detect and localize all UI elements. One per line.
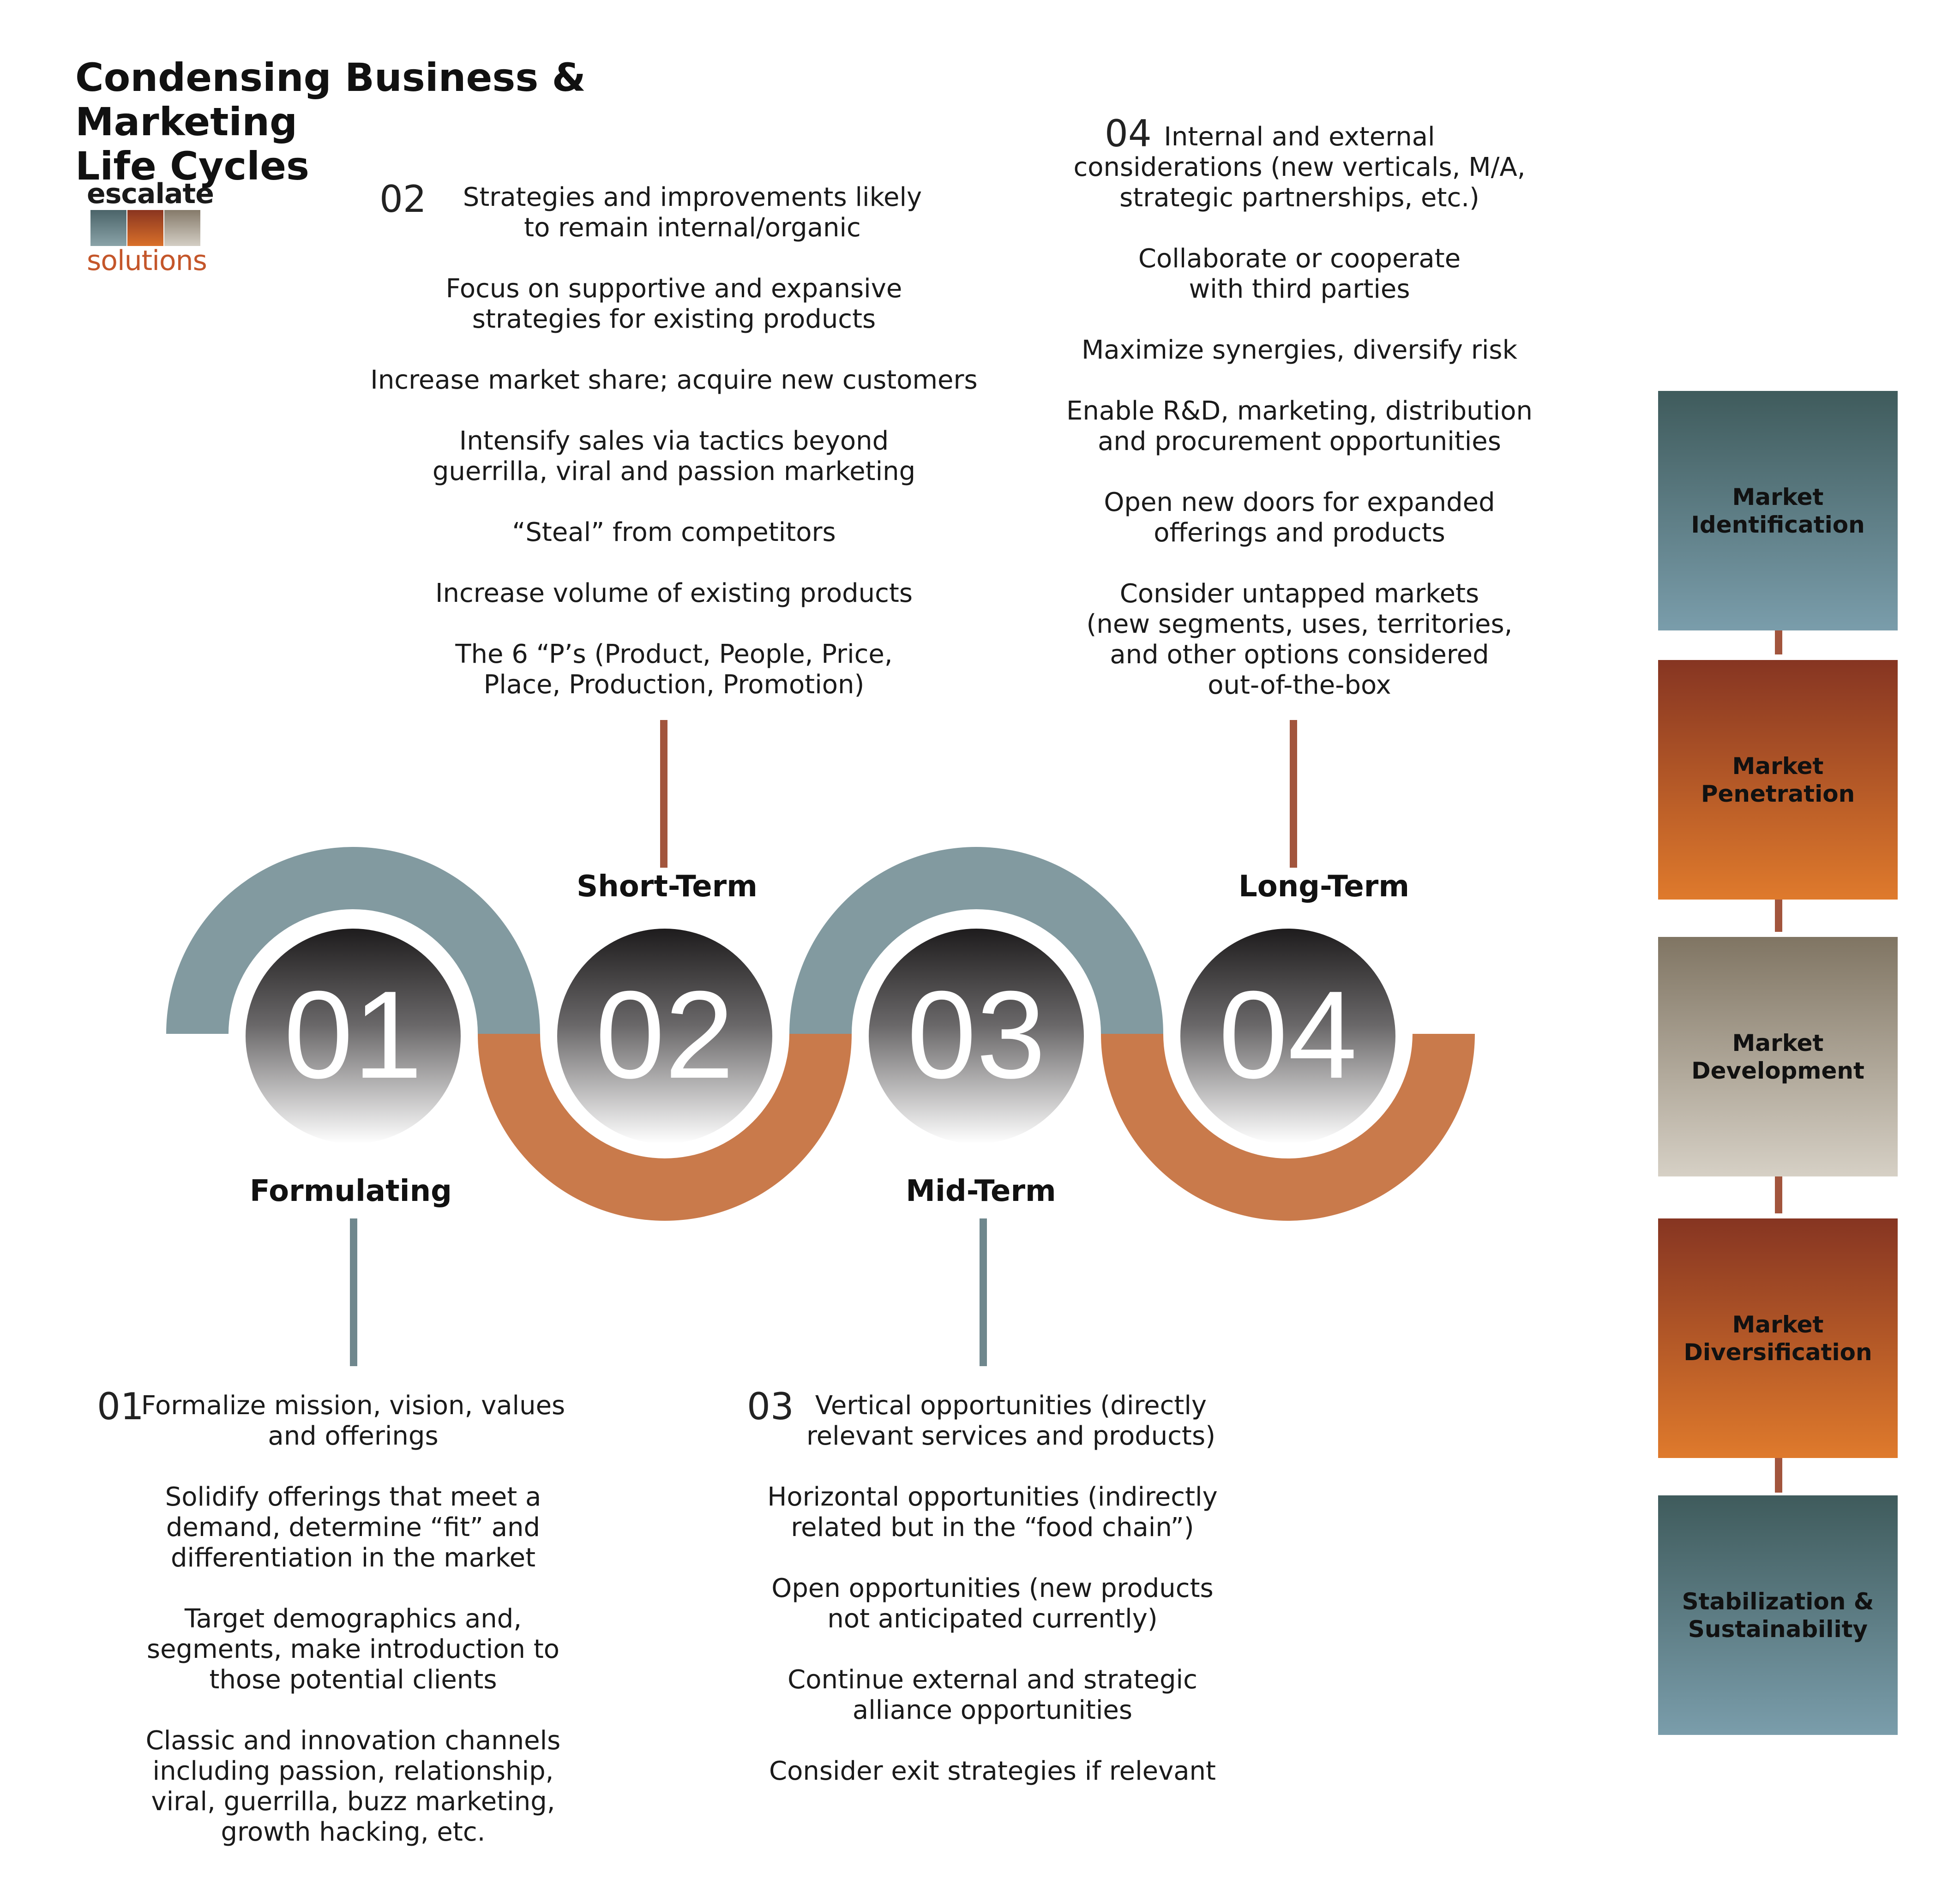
phase-box-market-identification: Market Identification	[1658, 391, 1898, 630]
logo-wordmark-top: escalate	[87, 178, 214, 210]
block-02-item: Increase volume of existing products	[435, 578, 913, 608]
phase-box-stabilization-sustainability: Stabilization & Sustainability	[1658, 1495, 1898, 1735]
logo-square-teal	[90, 210, 126, 246]
phase-box-market-penetration: Market Penetration	[1658, 660, 1898, 900]
stage-number-03: 03	[907, 966, 1046, 1104]
block-04-item: Enable R&D, marketing, distribution and …	[1066, 396, 1533, 456]
stage-label-04: Long-Term	[1239, 870, 1409, 904]
block-01-item: Target demographics and, segments, make …	[146, 1604, 560, 1695]
logo-wordmark-bottom: solutions	[87, 245, 207, 277]
block-01-item: Classic and innovation channels includin…	[145, 1726, 561, 1847]
block-02-item: “Steal” from competitors	[512, 517, 836, 547]
arc-04-bottom	[1101, 1034, 1475, 1221]
logo-square-orange	[127, 210, 163, 246]
block-01-item: Formalize mission, vision, values and of…	[141, 1391, 565, 1451]
block-04-text: Internal and external considerations (ne…	[1062, 122, 1537, 731]
block-02-item: Strategies and improvements likely to re…	[463, 182, 922, 243]
phase-connector	[1775, 900, 1782, 932]
block-03-item: Continue external and strategic alliance…	[788, 1665, 1197, 1725]
stage-circle-03	[869, 929, 1084, 1144]
block-04-item: Internal and external considerations (ne…	[1073, 122, 1526, 213]
logo-square-grey	[164, 210, 200, 246]
stage-label-01: Formulating	[250, 1174, 452, 1208]
stage-circle-04	[1180, 929, 1395, 1144]
block-03-item: Consider exit strategies if relevant	[769, 1756, 1216, 1786]
connector-line-04	[1290, 720, 1297, 868]
phase-box-market-diversification: Market Diversification	[1658, 1218, 1898, 1458]
connector-line-01	[350, 1218, 357, 1366]
block-01-number: 01	[97, 1385, 144, 1428]
arc-02-bottom	[478, 1034, 852, 1221]
stage-number-02: 02	[595, 966, 734, 1104]
connector-line-03	[980, 1218, 987, 1366]
block-01-item: Solidify offerings that meet a demand, d…	[165, 1482, 541, 1573]
block-02-text: Strategies and improvements likely to re…	[369, 182, 979, 731]
block-04-item: Collaborate or cooperate with third part…	[1138, 244, 1461, 304]
stage-number-04: 04	[1219, 966, 1357, 1104]
connector-line-02	[660, 720, 667, 868]
arc-03-top	[789, 847, 1163, 1034]
stage-circle-02	[557, 929, 772, 1144]
phase-connector	[1775, 1176, 1782, 1213]
block-02-item: Increase market share; acquire new custo…	[370, 365, 978, 395]
stage-label-03: Mid-Term	[906, 1174, 1056, 1208]
block-02-item: Intensify sales via tactics beyond guerr…	[432, 426, 916, 486]
phase-box-market-development: Market Development	[1658, 937, 1898, 1176]
block-01-text: Formalize mission, vision, values and of…	[134, 1391, 572, 1878]
phase-connector	[1775, 1458, 1782, 1493]
block-03-item: Open opportunities (new products not ant…	[771, 1573, 1214, 1634]
block-03-item: Horizontal opportunities (indirectly rel…	[767, 1482, 1218, 1542]
block-03-number: 03	[747, 1385, 794, 1428]
phase-connector	[1775, 630, 1782, 654]
stage-label-02: Short-Term	[577, 870, 758, 904]
block-03-item: Vertical opportunities (directly relevan…	[806, 1391, 1216, 1451]
block-04-item: Open new doors for expanded offerings an…	[1104, 487, 1495, 548]
block-04-item: Maximize synergies, diversify risk	[1081, 335, 1518, 365]
block-03-text: Vertical opportunities (directly relevan…	[757, 1391, 1228, 1817]
arc-01-top	[166, 847, 540, 1034]
stage-number-01: 01	[284, 966, 422, 1104]
block-04-item: Consider untapped markets (new segments,…	[1086, 579, 1513, 700]
block-02-number: 02	[379, 178, 427, 221]
block-02-item: Focus on supportive and expansive strate…	[445, 274, 902, 334]
page-title: Condensing Business & Marketing Life Cyc…	[75, 55, 586, 189]
block-04-number: 04	[1105, 112, 1152, 155]
block-02-item: The 6 “P’s (Product, People, Price, Plac…	[455, 639, 893, 700]
stage-circle-01	[246, 929, 461, 1144]
